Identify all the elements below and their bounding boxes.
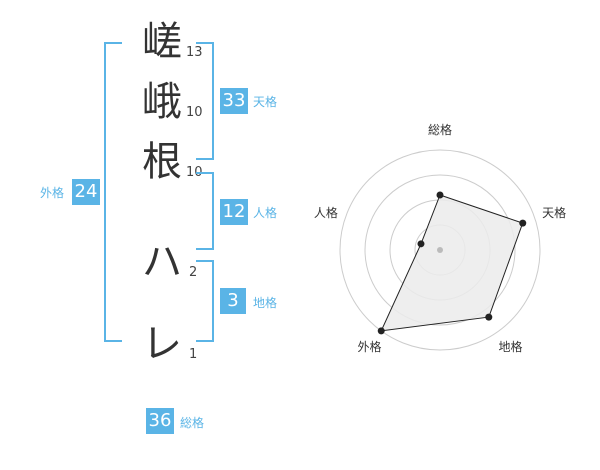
radar-point-4 <box>377 327 385 335</box>
stroke-count-5: 1 <box>189 347 198 362</box>
gaikaku-value-badge: 24 <box>72 179 100 205</box>
radar-ring-3 <box>364 174 516 326</box>
soukaku-label: 総格 <box>180 416 205 430</box>
name-character-4: ハ <box>142 239 182 285</box>
radar-point-1 <box>436 191 444 199</box>
jinkaku-value-badge: 12 <box>220 199 248 225</box>
radar-point-3 <box>485 313 493 321</box>
radar-ring-4 <box>339 149 541 351</box>
radar-axis-label-5: 人格 <box>314 205 338 220</box>
radar-axis-label-2: 天格 <box>542 205 566 220</box>
tenkaku-bracket <box>196 42 214 160</box>
chikaku-bracket <box>196 260 214 342</box>
stroke-count-3: 10 <box>186 165 203 180</box>
name-character-2: 峨 <box>142 79 182 125</box>
jinkaku-bracket <box>196 172 214 250</box>
stroke-count-1: 13 <box>186 45 203 60</box>
name-character-5: レ <box>142 321 182 367</box>
radar-axis-label-1: 総格 <box>428 122 452 137</box>
stroke-count-4: 2 <box>189 265 198 280</box>
soukaku-value-badge: 36 <box>146 408 174 434</box>
radar-center-dot <box>437 247 443 253</box>
radar-axis-label-4: 外格 <box>357 339 381 354</box>
jinkaku-label: 人格 <box>253 206 278 220</box>
radar-polygon <box>380 194 524 332</box>
stroke-count-2: 10 <box>186 105 203 120</box>
radar-point-5 <box>417 240 425 248</box>
radar-axis-label-3: 地格 <box>498 339 522 354</box>
name-character-1: 嵯 <box>142 19 182 65</box>
tenkaku-label: 天格 <box>253 95 278 109</box>
chikaku-value-badge: 3 <box>220 288 246 314</box>
radar-point-2 <box>519 219 527 227</box>
name-character-3: 根 <box>142 139 182 185</box>
gaikaku-label: 外格 <box>40 186 65 200</box>
tenkaku-value-badge: 33 <box>220 88 248 114</box>
gaikaku-bracket <box>104 42 122 342</box>
chikaku-label: 地格 <box>253 296 278 310</box>
